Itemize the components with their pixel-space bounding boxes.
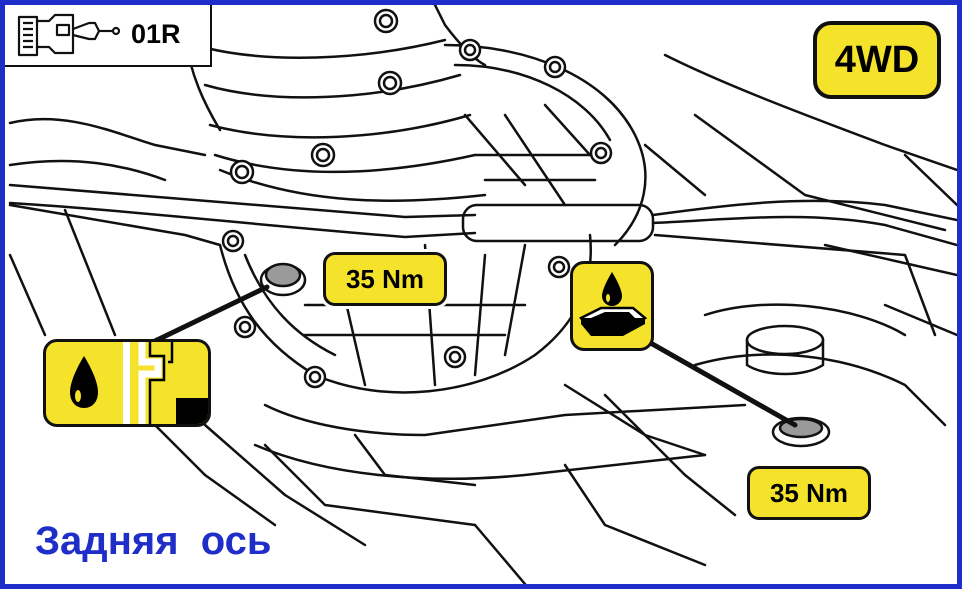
- fill-plug-leader-line: [152, 284, 270, 344]
- fill-plug-torque-label: 35 Nm: [323, 252, 447, 306]
- oil-drip-drain-tray-icon: [579, 272, 648, 336]
- drain-plug-torque-label: 35 Nm: [747, 466, 871, 520]
- gearbox-outline-icon: [17, 13, 121, 57]
- drive-type-badge: 4WD: [813, 21, 941, 99]
- fill-panel-divider: [123, 342, 130, 424]
- drain-plug: [771, 416, 831, 448]
- drain-plug-leader-line: [630, 330, 798, 428]
- oil-fill-level-icon: [43, 339, 211, 427]
- fill-plug: [259, 262, 307, 297]
- oil-drop-fill-level-icon: [70, 342, 208, 424]
- oil-drain-icon: [570, 261, 654, 351]
- gearbox-code: 01R: [131, 19, 181, 49]
- caption-rear-axle: Задняя ось: [35, 519, 272, 563]
- gearbox-code-tag: 01R: [5, 5, 212, 67]
